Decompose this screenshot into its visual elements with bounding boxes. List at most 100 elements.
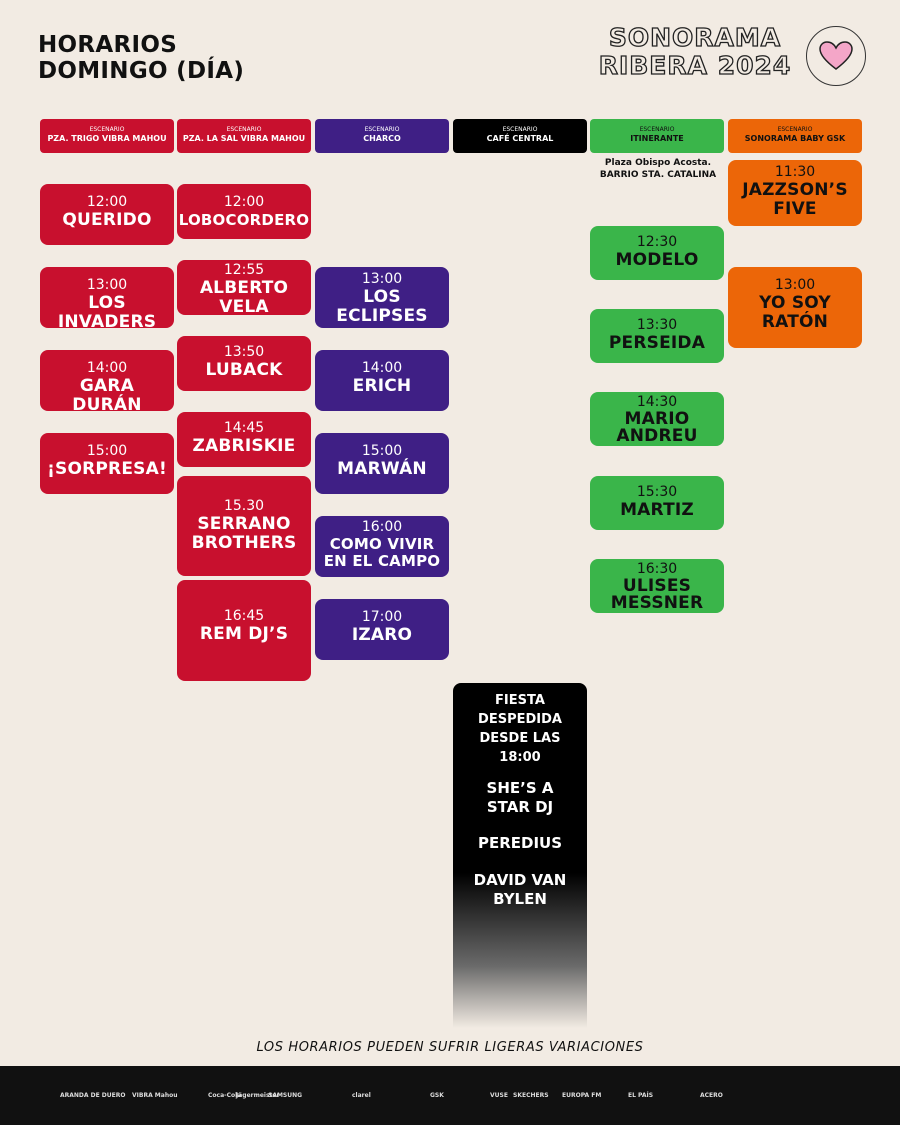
slot-time: 12:00 — [223, 194, 265, 210]
slot-artist: ALBERTO VELA — [199, 278, 289, 317]
slot-artist: PERSEIDA — [608, 333, 706, 353]
slot-time: 16:30 — [636, 561, 678, 577]
slot-itinerante-4: 15:30 MARTIZ — [590, 476, 724, 530]
slot-trigo-1: 12:00 QUERIDO — [40, 184, 174, 245]
slot-artist: YO SOY RATÓN — [759, 293, 831, 332]
slot-lasal-2: 12:55 ALBERTO VELA — [177, 260, 311, 317]
slot-itinerante-2: 13:30 PERSEIDA — [590, 309, 724, 363]
stage-kicker: ESCENARIO — [89, 126, 125, 133]
slot-artist: REM DJ’S — [199, 624, 289, 644]
slot-time: 14:45 — [223, 420, 265, 436]
slot-charco-4: 16:00 COMO VIVIR EN EL CAMPO — [315, 516, 449, 577]
sponsor-logo: VUSE — [490, 1092, 508, 1099]
slot-artist: ZABRISKIE — [192, 436, 296, 456]
slot-time: 15:30 — [636, 484, 678, 500]
slot-lasal-5: 15.30 SERRANO BROTHERS — [177, 476, 311, 576]
stage-header-trigo: ESCENARIO PZA. TRIGO VIBRA MAHOU — [40, 119, 174, 153]
slot-charco-2: 14:00 ERICH — [315, 350, 449, 411]
slot-baby-2: 13:00 YO SOY RATÓN — [728, 267, 862, 348]
fiesta-artist: PEREDIUS — [477, 834, 563, 852]
slot-artist: LOS INVADERS — [57, 293, 157, 332]
slot-time: 16:45 — [223, 608, 265, 624]
sponsor-logo: Jägermeister — [236, 1092, 280, 1099]
slot-artist: IZARO — [351, 625, 413, 645]
slot-artist: ULISES MESSNER — [610, 576, 704, 613]
slot-artist: LUBACK — [205, 360, 283, 380]
sponsor-logo: SAMSUNG — [268, 1092, 303, 1099]
stage-name: CHARCO — [363, 134, 401, 143]
slot-artist: MARIO ANDREU — [616, 409, 698, 446]
fiesta-intro-line: 18:00 — [499, 750, 541, 765]
stage-name: PZA. LA SAL VIBRA MAHOU — [182, 134, 306, 143]
slot-lasal-3: 13:50 LUBACK — [177, 336, 311, 391]
sponsor-logo: EL PAÍS — [628, 1092, 654, 1099]
stage-name: CAFÉ CENTRAL — [486, 134, 554, 143]
slot-time: 13:00 — [361, 271, 403, 287]
slot-itinerante-3: 14:30 MARIO ANDREU — [590, 392, 724, 446]
slot-time: 15:00 — [86, 443, 128, 459]
fiesta-intro-line: DESPEDIDA — [478, 712, 562, 727]
slot-time: 13:00 — [774, 277, 816, 293]
sponsor-logo: GSK — [430, 1092, 444, 1099]
stage-header-lasal: ESCENARIO PZA. LA SAL VIBRA MAHOU — [177, 119, 311, 153]
slot-time: 14:30 — [636, 394, 678, 410]
slot-artist: MODELO — [615, 250, 699, 270]
festival-logo: SONORAMA RIBERA 2024 — [590, 23, 800, 80]
stage-kicker: ESCENARIO — [502, 126, 538, 133]
slot-time: 16:00 — [361, 519, 403, 535]
sponsor-logo: clarel — [352, 1092, 371, 1099]
fiesta-artist: DAVID VAN BYLEN — [473, 871, 567, 908]
sponsor-logo: ARANDA DE DUERO — [60, 1092, 126, 1099]
slot-lasal-4: 14:45 ZABRISKIE — [177, 412, 311, 467]
stage-kicker: ESCENARIO — [364, 126, 400, 133]
slot-time: 12:00 — [86, 194, 128, 210]
slot-trigo-4: 15:00 ¡SORPRESA! — [40, 433, 174, 494]
slot-baby-1: 11:30 JAZZSON’S FIVE — [728, 160, 862, 226]
slot-charco-1: 13:00 LOS ECLIPSES — [315, 267, 449, 328]
schedule-note: LOS HORARIOS PUEDEN SUFRIR LIGERAS VARIA… — [256, 1040, 644, 1055]
slot-artist: COMO VIVIR EN EL CAMPO — [323, 535, 441, 570]
stage-header-baby: ESCENARIO SONORAMA BABY GSK — [728, 119, 862, 153]
slot-time: 12:30 — [636, 234, 678, 250]
sponsors-footer — [0, 1066, 900, 1125]
sponsor-logo: EUROPA FM — [562, 1092, 602, 1099]
fiesta-intro-line: FIESTA — [495, 693, 545, 708]
sponsor-logo: Coca-Cola — [208, 1092, 242, 1099]
stage-kicker: ESCENARIO — [226, 126, 262, 133]
slot-charco-5: 17:00 IZARO — [315, 599, 449, 660]
brand-line-2: RIBERA 2024 — [598, 51, 792, 80]
page-title: HORARIOS DOMINGO (DÍA) — [38, 32, 244, 84]
slot-time: 13:00 — [86, 277, 128, 293]
sponsor-logo: SKECHERS — [513, 1092, 549, 1099]
slot-artist: MARWÁN — [337, 459, 427, 479]
slot-time: 15.30 — [223, 498, 265, 514]
festival-badge — [806, 26, 866, 86]
stage-name: SONORAMA BABY GSK — [744, 134, 846, 143]
heart-icon — [819, 41, 853, 70]
slot-itinerante-5: 16:30 ULISES MESSNER — [590, 559, 724, 613]
slot-time: 17:00 — [361, 609, 403, 625]
stage-name: PZA. TRIGO VIBRA MAHOU — [47, 134, 167, 143]
slot-time: 13:50 — [223, 344, 265, 360]
slot-artist: ¡SORPRESA! — [47, 459, 167, 479]
title-line-1: HORARIOS — [38, 32, 178, 58]
fiesta-artist: SHE’S A STAR DJ — [486, 779, 554, 816]
slot-artist: SERRANO BROTHERS — [191, 514, 297, 553]
slot-artist: GARA DURÁN — [72, 376, 142, 415]
slot-lasal-1: 12:00 LOBOCORDERO — [177, 184, 311, 239]
slot-charco-3: 15:00 MARWÁN — [315, 433, 449, 494]
stage-header-charco: ESCENARIO CHARCO — [315, 119, 449, 153]
location-line-1: Plaza Obispo Acosta. — [604, 158, 712, 168]
stage-kicker: ESCENARIO — [777, 126, 813, 133]
stage-name: ITINERANTE — [630, 134, 684, 143]
slot-artist: ERICH — [352, 376, 412, 396]
slot-time: 14:00 — [86, 360, 128, 376]
slot-time: 11:30 — [774, 164, 816, 180]
sponsor-logo: VIBRA Mahou — [132, 1092, 178, 1099]
stage-kicker: ESCENARIO — [639, 126, 675, 133]
fiesta-intro: FIESTA DESPEDIDA DESDE LAS 18:00 — [453, 691, 587, 767]
brand-line-1: SONORAMA — [608, 23, 782, 52]
slot-trigo-3: 14:00 GARA DURÁN — [40, 350, 174, 415]
slot-lasal-6: 16:45 REM DJ’S — [177, 580, 311, 681]
slot-trigo-2: 13:00 LOS INVADERS — [40, 267, 174, 332]
